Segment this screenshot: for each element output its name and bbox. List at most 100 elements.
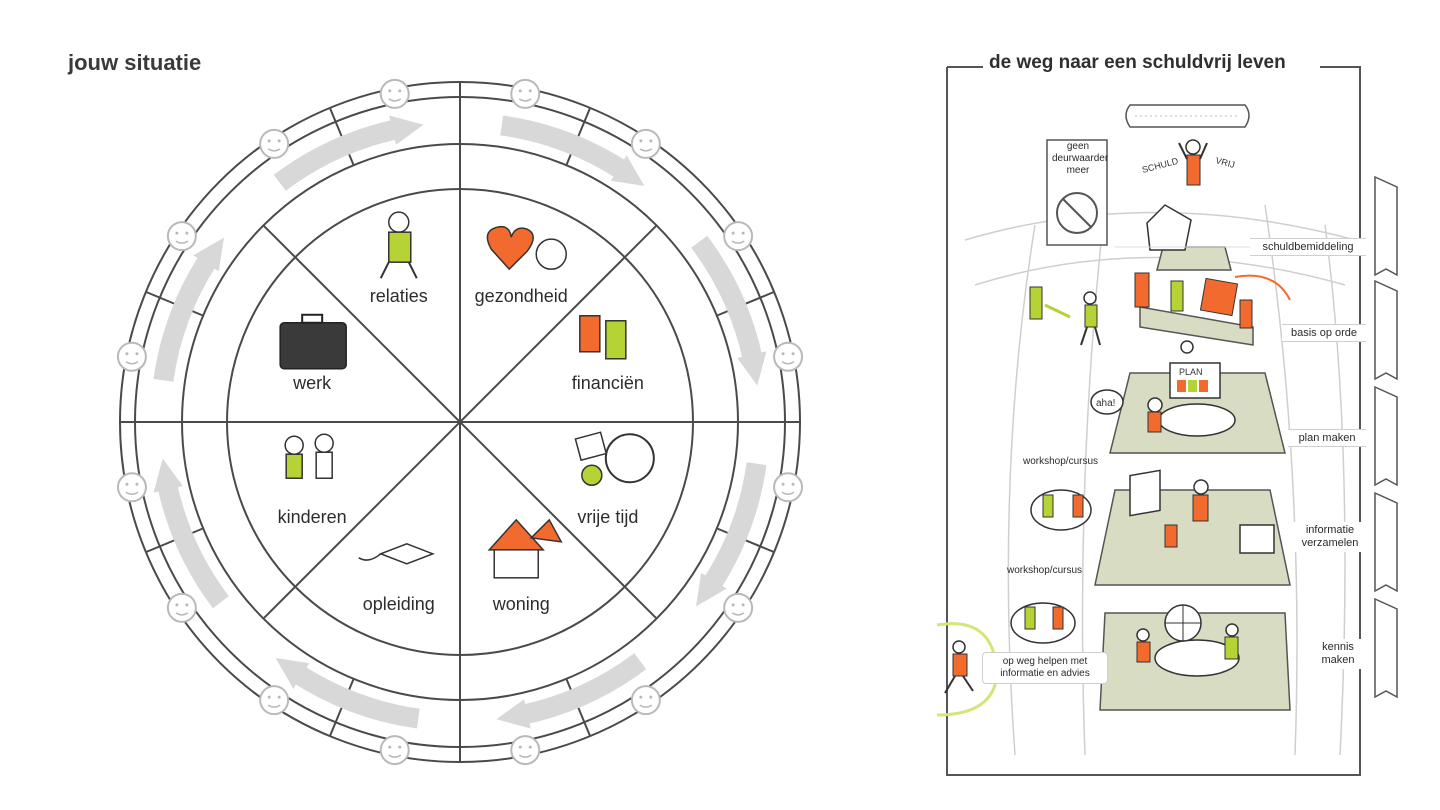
face-icon	[166, 221, 197, 252]
face-icon	[773, 341, 804, 372]
plan-table	[1158, 403, 1236, 437]
debt-cube-orange	[1199, 277, 1239, 317]
face-eye	[639, 139, 643, 143]
face-icon	[773, 472, 804, 503]
face-mouth	[639, 148, 653, 152]
bottom-callout: op weg helpen met informatie en advies	[982, 652, 1108, 684]
no-bailiff-icon	[1056, 192, 1098, 234]
face-icon	[259, 128, 290, 159]
cycle-arrow-head	[389, 115, 424, 145]
cycle-arrow-head	[696, 572, 727, 607]
face-eye	[125, 482, 129, 486]
face-mouth	[388, 754, 402, 758]
road-illustration: SCHULD VRIJ PLAN	[936, 66, 1398, 776]
step-label-schuldbemiddeling: schuldbemiddeling	[1250, 238, 1366, 256]
euro-block-lime-2	[1170, 280, 1184, 312]
computer-icon	[1129, 469, 1161, 517]
sign-text: geen deurwaarder meer	[1052, 141, 1109, 177]
face-eye	[267, 139, 271, 143]
face-eye	[175, 603, 179, 607]
face-eye	[185, 231, 189, 235]
octant-divider	[294, 256, 626, 588]
plan-board-text: PLAN	[1179, 367, 1203, 377]
face-icon	[630, 685, 661, 716]
euro-block-lime	[1029, 286, 1043, 320]
segment-label-woning: woning	[492, 594, 550, 614]
band-tick	[262, 224, 296, 258]
soccer-ball-and-cards-icon	[574, 431, 655, 486]
platform-2-seesaw	[1139, 306, 1254, 346]
step-4-line-1: informatie	[1305, 524, 1355, 536]
cycle-arrow	[500, 115, 629, 180]
face-mouth	[175, 612, 189, 616]
face-eye	[731, 231, 735, 235]
workshop-board-2	[1010, 602, 1076, 644]
cycle-arrow-head	[193, 237, 224, 272]
face-icon	[510, 735, 541, 766]
workshop-label-1: workshop/cursus	[1023, 456, 1099, 467]
left-title: jouw situatie	[68, 50, 202, 75]
graduation-cap-icon	[358, 543, 435, 565]
step-5-line-2: maken	[1321, 654, 1355, 666]
euro-block-orange-1	[1134, 272, 1150, 308]
face-eye	[649, 139, 653, 143]
cycle-arrow	[520, 653, 647, 725]
face-mouth	[175, 240, 189, 244]
step-chevrons	[1374, 175, 1398, 699]
people-icon	[379, 211, 418, 279]
workshop-label-2: workshop/cursus	[1007, 565, 1083, 576]
face-icon	[116, 472, 147, 503]
face-icon	[723, 592, 754, 623]
face-mouth	[267, 148, 281, 152]
face-icon	[723, 221, 754, 252]
cycle-arrow-head	[275, 658, 310, 689]
face-eye	[741, 603, 745, 607]
face-eye	[277, 695, 281, 699]
face-eye	[398, 745, 402, 749]
segment-label-vrije_tijd: vrije tijd	[577, 507, 638, 527]
meeting-table	[1154, 639, 1240, 677]
cycle-arrow-head	[610, 155, 645, 186]
face-mouth	[731, 240, 745, 244]
face-icon	[510, 78, 541, 109]
step-label-basis-op-orde: basis op orde	[1282, 324, 1366, 342]
face-icon	[379, 78, 410, 109]
cycle-arrow	[273, 119, 400, 191]
face-eye	[388, 745, 392, 749]
face-eye	[741, 231, 745, 235]
face-icon	[116, 341, 147, 372]
briefcase-icon	[279, 313, 347, 370]
sign-line-1: geen	[1066, 141, 1090, 152]
face-eye	[731, 603, 735, 607]
face-mouth	[781, 361, 795, 365]
band-tick	[624, 224, 658, 258]
face-mouth	[125, 361, 139, 365]
segment-label-gezondheid: gezondheid	[475, 286, 568, 306]
face-mouth	[267, 704, 281, 708]
band-tick	[262, 586, 296, 620]
segment-label-kinderen: kinderen	[278, 507, 347, 527]
top-letters-left: SCHULD	[1141, 156, 1180, 175]
face-eye	[125, 352, 129, 356]
sign-line-3: meer	[1066, 165, 1090, 176]
euro-tags-icon	[579, 315, 627, 360]
cycle-arrow-head	[737, 351, 767, 386]
face-eye	[528, 745, 532, 749]
sign-line-2: deurwaarder	[1052, 153, 1109, 164]
face-mouth	[388, 98, 402, 102]
step-4-line-2: verzamelen	[1301, 537, 1359, 549]
face-eye	[528, 89, 532, 93]
face-icon	[630, 128, 661, 159]
heart-and-yinyang-icon	[486, 225, 567, 271]
right-title: de weg naar een schuldvrij leven	[985, 52, 1290, 74]
step-5-line-1: kennis	[1322, 641, 1354, 653]
walking-figure-icon	[944, 640, 974, 694]
house-1-icon	[1146, 204, 1192, 251]
aha-bubble-text: aha!	[1096, 398, 1115, 409]
segment-label-relaties: relaties	[370, 286, 428, 306]
face-eye	[398, 89, 402, 93]
face-eye	[639, 695, 643, 699]
face-eye	[135, 482, 139, 486]
face-eye	[781, 352, 785, 356]
